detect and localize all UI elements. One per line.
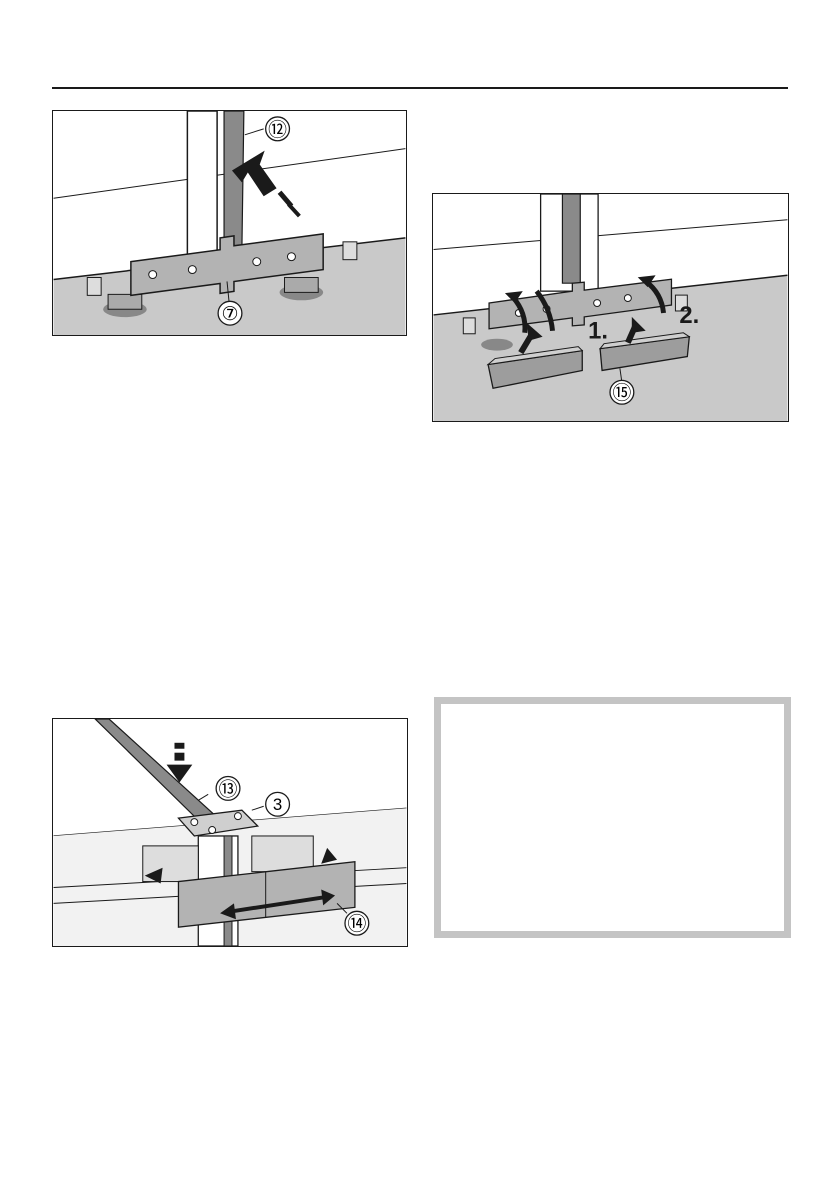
step-label-2: 2.: [679, 302, 699, 329]
callout-14: ⑭: [347, 913, 366, 934]
callout-12: ⑫: [268, 119, 287, 140]
header-rule: [52, 87, 788, 89]
note-box: [434, 697, 791, 938]
callout-13: ⑬: [219, 778, 238, 799]
callout-15: ⑮: [612, 382, 631, 403]
figure-bracket-strip-insert: ⑫ ⑦: [52, 110, 407, 336]
step-label-1: 1.: [588, 318, 608, 345]
figure-cover-attach-steps: 1. 2. ⑮: [432, 193, 789, 422]
callout-7: ⑦: [222, 303, 239, 324]
figure-top-strip-cover: ⑬ 3 ⑭: [52, 718, 408, 947]
callout-3: 3: [273, 795, 282, 814]
